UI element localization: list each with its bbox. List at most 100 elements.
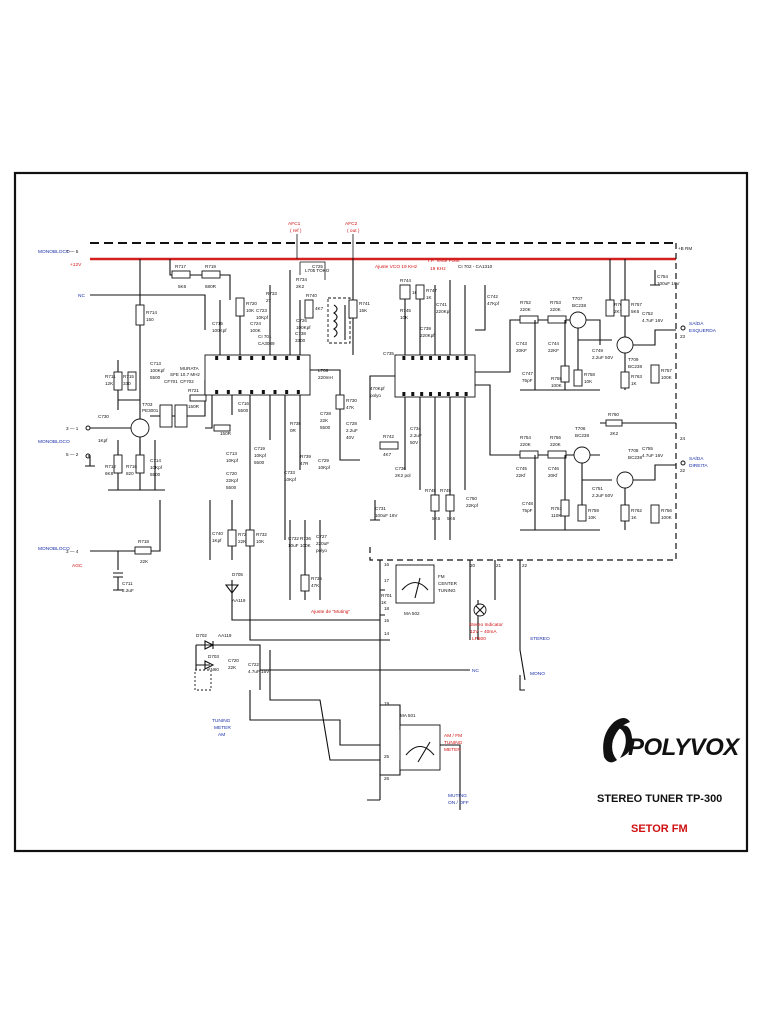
murata-label: MURATA <box>180 366 200 371</box>
svg-text:4.7uF 16V: 4.7uF 16V <box>248 669 270 674</box>
svg-text:R745: R745 <box>400 308 411 313</box>
svg-text:150: 150 <box>146 317 154 322</box>
svg-text:220K: 220K <box>550 307 562 312</box>
svg-text:R719: R719 <box>205 264 216 269</box>
svg-text:1N60: 1N60 <box>208 667 219 672</box>
muting-switch-label: MUTING <box>448 793 467 799</box>
svg-text:20Kf: 20Kf <box>548 473 558 478</box>
svg-text:4K7: 4K7 <box>315 306 324 311</box>
svg-text:AA119: AA119 <box>232 598 246 603</box>
fm-center-label: FM <box>438 574 445 579</box>
svg-text:R741: R741 <box>359 301 370 306</box>
svg-text:820: 820 <box>126 471 134 476</box>
svg-text:220K: 220K <box>520 307 532 312</box>
svg-text:R760: R760 <box>608 412 619 417</box>
svg-text:5500: 5500 <box>150 472 161 477</box>
tuning-meter-label: TUNING <box>212 718 231 724</box>
svg-text:10K: 10K <box>400 315 409 320</box>
svg-text:15K: 15K <box>359 308 368 313</box>
svg-text:R701: R701 <box>381 593 392 598</box>
svg-text:C724: C724 <box>250 321 261 326</box>
stereo-indicator-sub2-label: LP500 <box>472 636 486 642</box>
svg-text:R734: R734 <box>296 277 307 282</box>
svg-text:C734: C734 <box>410 426 421 431</box>
svg-text:75pF: 75pF <box>522 508 533 513</box>
svg-text:C740: C740 <box>212 531 223 536</box>
svg-text:22K: 22K <box>140 559 149 564</box>
svg-text:10uF: 10uF <box>288 543 299 548</box>
svg-text:100K: 100K <box>551 383 563 388</box>
svg-text:R712: R712 <box>105 464 116 469</box>
ic-pin <box>215 390 219 394</box>
svg-text:12K: 12K <box>105 381 114 386</box>
svg-text:CF701: CF701 <box>164 379 178 384</box>
svg-text:T708: T708 <box>628 448 639 453</box>
svg-text:5K6: 5K6 <box>432 516 441 521</box>
svg-text:CF702: CF702 <box>180 379 194 384</box>
am-fm-sub-label: TUNING <box>444 740 463 746</box>
diagram-subtitle: SETOR FM <box>631 823 688 835</box>
ic-pin <box>285 390 289 394</box>
svg-text:R755: R755 <box>551 376 562 381</box>
ic-pin <box>437 392 441 396</box>
am-fm-sub2-label: METER <box>444 747 461 753</box>
tp-teste-sub-label: 19 KHz <box>430 266 446 272</box>
svg-text:R738: R738 <box>290 421 301 426</box>
svg-text:C747: C747 <box>522 371 533 376</box>
ic-pin <box>420 356 424 360</box>
ic-pin <box>420 392 424 396</box>
svg-text:R736: R736 <box>300 536 311 541</box>
ic-pin <box>296 356 300 360</box>
ic-pin <box>455 392 459 396</box>
svg-text:22K: 22K <box>238 539 247 544</box>
svg-text:2.2uF 50V: 2.2uF 50V <box>592 493 614 498</box>
svg-text:22Kpf: 22Kpf <box>226 478 239 483</box>
svg-text:2K7: 2K7 <box>614 309 623 314</box>
pin-17: 17 <box>384 578 390 583</box>
svg-text:330: 330 <box>123 381 131 386</box>
ic-pin <box>238 390 242 394</box>
ic-pin <box>226 356 230 360</box>
tp-teste-label: T.P. Teste Point <box>427 258 460 264</box>
monobloco-bot-pin: 3 — 4 <box>66 549 79 554</box>
svg-text:C732: C732 <box>288 536 299 541</box>
ma501-label: MA 501 <box>400 713 416 718</box>
svg-text:C715: C715 <box>212 321 223 326</box>
plus12v-label: +12V <box>70 262 82 268</box>
svg-text:27: 27 <box>266 298 272 303</box>
svg-text:220mH: 220mH <box>318 375 333 380</box>
stereo-indicator: Stereo Indicator 12V ~ 40mA LP500 <box>469 603 503 642</box>
svg-text:R759: R759 <box>588 508 599 513</box>
svg-text:22Kf: 22Kf <box>516 473 526 478</box>
svg-text:6K8: 6K8 <box>105 471 114 476</box>
ic-pin <box>446 356 450 360</box>
svg-text:C720: C720 <box>226 471 237 476</box>
svg-text:2K2: 2K2 <box>610 431 619 436</box>
svg-text:R716: R716 <box>126 464 137 469</box>
svg-text:10Kpf: 10Kpf <box>284 477 297 482</box>
mid-pin-label: 5 — 2 <box>66 452 79 457</box>
svg-text:C722: C722 <box>248 662 259 667</box>
stereo-switch-label: STEREO <box>530 636 550 642</box>
svg-text:47R: 47R <box>300 461 309 466</box>
svg-text:C754: C754 <box>657 274 668 279</box>
ic-pin <box>446 392 450 396</box>
output-right-label: SAÍDA <box>689 455 704 462</box>
agc-label: AGC <box>72 563 83 569</box>
svg-text:47Kpf: 47Kpf <box>487 301 500 306</box>
pin-26: 26 <box>384 776 390 781</box>
svg-text:C751: C751 <box>592 486 603 491</box>
svg-text:5500: 5500 <box>254 460 265 465</box>
ic-pin <box>402 356 406 360</box>
ic-pin <box>411 356 415 360</box>
svg-text:10K: 10K <box>256 539 265 544</box>
svg-text:22KF: 22KF <box>548 348 559 353</box>
svg-text:C726: C726 <box>296 318 307 323</box>
svg-text:100K: 100K <box>661 375 673 380</box>
afc1-label: AFC1 <box>288 221 301 227</box>
svg-text:C755: C755 <box>642 446 653 451</box>
ic-ci702: CI 702 - CA1310 Ajuste VCO 19 KHz T.P. T… <box>369 258 500 540</box>
